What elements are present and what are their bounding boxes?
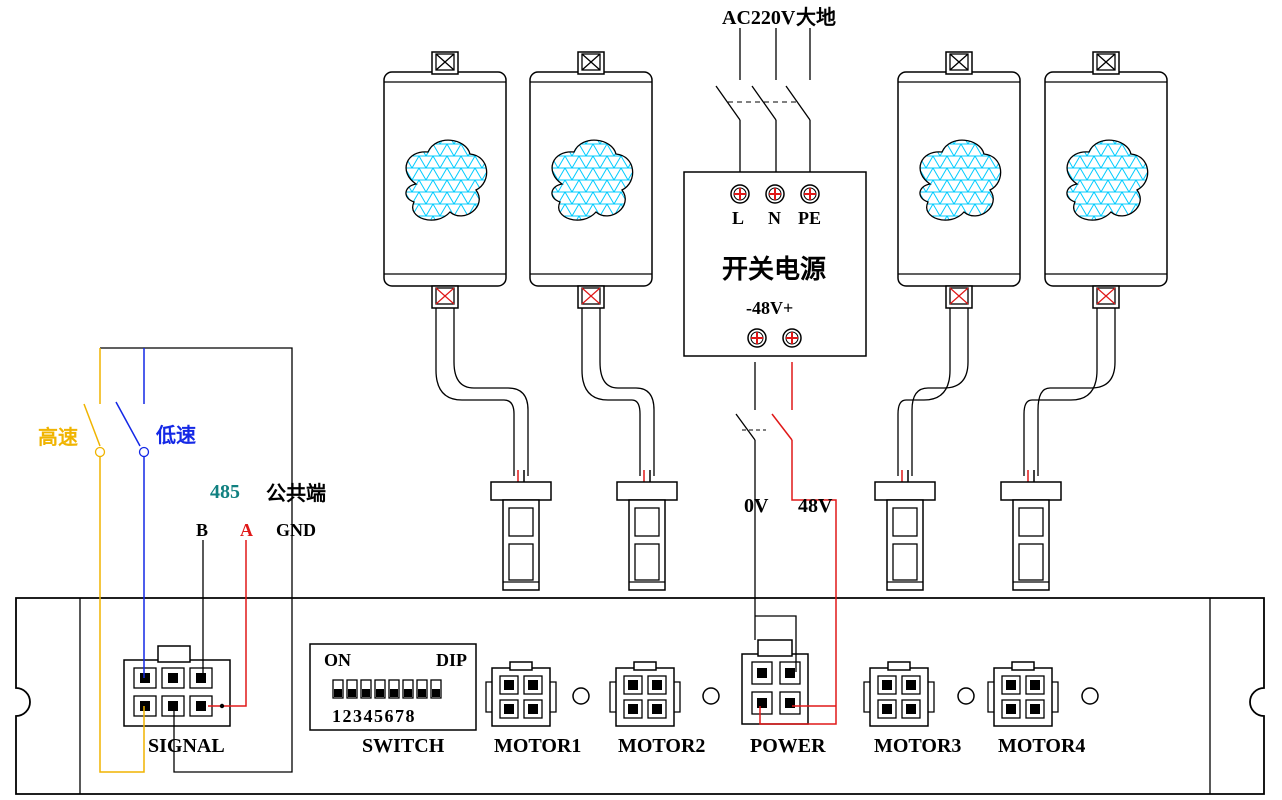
motor4-plug <box>1000 481 1062 591</box>
dip-numbers: 12345678 <box>332 706 416 726</box>
motor4-connector <box>987 661 1059 727</box>
terminal-pe-screw <box>800 184 820 204</box>
dip-label: DIP <box>436 650 467 670</box>
signal-connector <box>123 645 231 727</box>
terminal-l-screw <box>730 184 750 204</box>
plus-48v-wire <box>759 362 837 725</box>
gnd-label: GND <box>276 520 316 540</box>
high-speed-label: 高速 <box>38 425 78 449</box>
motor3-plug <box>874 481 936 591</box>
motor1 <box>383 51 507 309</box>
power-label: POWER <box>750 735 826 757</box>
dip-on-label: ON <box>324 650 351 670</box>
output-minus-screw <box>747 328 767 348</box>
motor2-connector <box>609 661 681 727</box>
output-plus-screw <box>782 328 802 348</box>
motor4 <box>1044 51 1168 309</box>
plus-48v-label: 48V <box>798 495 833 517</box>
dip-switch <box>309 643 477 731</box>
motor2-plug <box>616 481 678 591</box>
switch-label: SWITCH <box>362 735 445 757</box>
motor3-connector <box>863 661 935 727</box>
low-speed-label: 低速 <box>155 423 196 447</box>
terminal-n-label: N <box>768 208 781 228</box>
power-supply-title: 开关电源 <box>722 255 826 284</box>
gnd-wire <box>100 347 293 773</box>
power-connector <box>741 639 809 725</box>
motor3-cable <box>897 308 969 476</box>
line-a-label: A <box>240 520 253 540</box>
motor3 <box>897 51 1021 309</box>
motor2-label: MOTOR2 <box>618 735 705 757</box>
motor1-label: MOTOR1 <box>494 735 581 757</box>
motor2-cable <box>581 308 655 476</box>
motor4-cable <box>1023 308 1116 476</box>
motor4-label: MOTOR4 <box>998 735 1085 757</box>
earth-label: 大地 <box>796 6 836 29</box>
motor1-connector <box>485 661 557 727</box>
output-voltage-label: -48V+ <box>746 298 793 318</box>
signal-label: SIGNAL <box>148 735 225 757</box>
motor3-label: MOTOR3 <box>874 735 961 757</box>
high-speed-switch <box>83 403 101 447</box>
common-terminal-label: 公共端 <box>266 482 326 505</box>
low-speed-switch <box>115 401 141 447</box>
high-speed-wire <box>99 348 145 773</box>
line-b-label: B <box>196 520 208 540</box>
motor2 <box>529 51 653 309</box>
motor1-cable <box>435 308 529 476</box>
terminal-pe-label: PE <box>798 208 821 228</box>
ac220v-label: AC220V <box>722 7 796 29</box>
terminal-n-screw <box>765 184 785 204</box>
motor1-plug <box>490 481 552 591</box>
zero-volt-wire <box>754 362 797 672</box>
terminal-l-label: L <box>732 208 744 228</box>
zero-volt-label: 0V <box>744 495 769 517</box>
rs485-label: 485 <box>210 481 240 503</box>
